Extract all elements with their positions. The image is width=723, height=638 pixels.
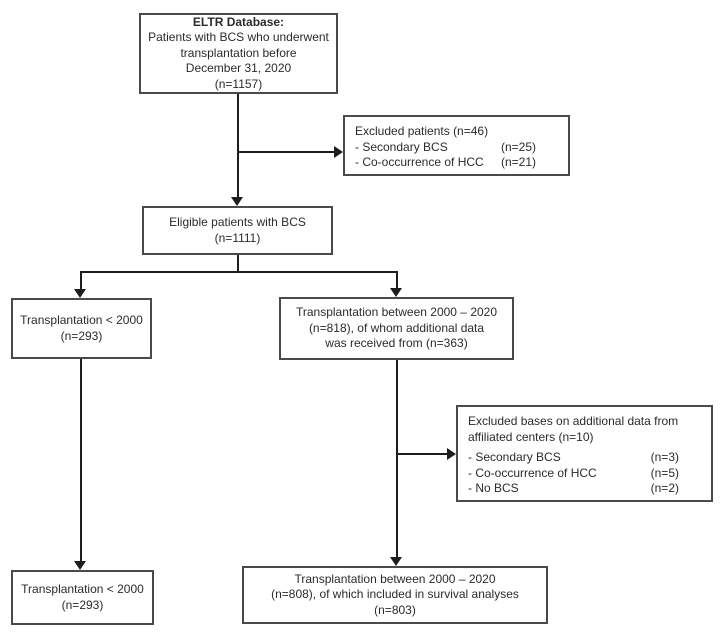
connector-split-left-stub — [80, 271, 82, 289]
connector-split-horizontal — [80, 271, 398, 273]
excluded-item-value: (n=3) — [650, 450, 679, 465]
eltr-database-box: ELTR Database: Patients with BCS who und… — [139, 13, 338, 94]
transplant-2000-2020-line: (n=818), of whom additional data — [308, 320, 485, 335]
transplant-2000-2020-final-line: (n=803) — [374, 602, 416, 617]
connector-pre2000-down — [80, 359, 82, 561]
transplant-pre2000-final-line: Transplantation < 2000 — [21, 581, 144, 596]
connector-to-excluded-patients — [237, 151, 334, 153]
excluded-item-value: (n=2) — [650, 481, 679, 496]
arrowhead-down-pre2000-final — [74, 561, 86, 570]
transplant-2000-2020-box: Transplantation between 2000 – 2020 (n=8… — [279, 297, 514, 360]
transplant-pre2000-final-box: Transplantation < 2000 (n=293) — [11, 570, 154, 625]
transplant-pre2000-box: Transplantation < 2000 (n=293) — [11, 298, 152, 359]
excluded-patients-header: Excluded patients (n=46) — [355, 124, 489, 138]
connector-eligible-stub — [237, 255, 239, 272]
transplant-pre2000-line: (n=293) — [60, 328, 103, 343]
transplant-pre2000-line: Transplantation < 2000 — [20, 312, 143, 327]
excluded-item-label: - Secondary BCS — [355, 139, 448, 154]
eltr-database-line: December 31, 2020 — [185, 61, 292, 76]
transplant-pre2000-final-line: (n=293) — [61, 597, 104, 612]
transplant-2000-2020-final-line: Transplantation between 2000 – 2020 — [294, 571, 496, 586]
excluded-item-label: - Co-occurrence of HCC — [468, 465, 597, 480]
arrowhead-down-pre2000 — [74, 289, 86, 298]
excluded-item-label: - Secondary BCS — [468, 450, 561, 465]
eligible-patients-line: (n=1111) — [214, 230, 261, 245]
arrowhead-right-excluded-additional — [447, 448, 456, 460]
excluded-item-label: - Co-occurrence of HCC — [355, 155, 484, 170]
excluded-item-value: (n=5) — [650, 465, 679, 480]
arrowhead-right-excluded-patients — [334, 146, 343, 158]
eltr-database-line: Patients with BCS who underwent — [148, 30, 329, 45]
excluded-additional-items: - Secondary BCS (n=3) - Co-occurrence of… — [468, 450, 701, 497]
excluded-additional-header: affiliated centers (n=10) — [468, 429, 594, 444]
connector-top-to-eligible — [237, 94, 239, 197]
eltr-database-line: transplantation before — [180, 45, 297, 60]
arrowhead-down-2000-2020-final — [390, 557, 402, 566]
eligible-patients-box: Eligible patients with BCS (n=1111) — [142, 206, 333, 255]
excluded-item-value: (n=21) — [500, 155, 536, 170]
eligible-patients-line: Eligible patients with BCS — [169, 214, 306, 229]
excluded-item-label: - No BCS — [468, 481, 519, 496]
arrowhead-down-2000-2020 — [390, 288, 402, 297]
excluded-additional-header: Excluded bases on additional data from — [468, 414, 679, 428]
connector-split-right-stub — [396, 271, 398, 288]
transplant-2000-2020-line: was received from (n=363) — [325, 336, 468, 351]
connector-2000-2020-down — [396, 360, 398, 557]
excluded-additional-data-box: Excluded bases on additional data from a… — [456, 405, 713, 502]
excluded-additional-item: - Co-occurrence of HCC (n=5) — [468, 466, 701, 482]
excluded-additional-item: - Secondary BCS (n=3) — [468, 450, 701, 466]
transplant-2000-2020-final-box: Transplantation between 2000 – 2020 (n=8… — [242, 566, 548, 624]
connector-to-excluded-additional — [396, 453, 447, 455]
transplant-2000-2020-line: Transplantation between 2000 – 2020 — [295, 305, 498, 320]
eltr-database-title: ELTR Database: — [192, 14, 285, 29]
excluded-patients-box: Excluded patients (n=46) - Secondary BCS… — [343, 115, 570, 176]
transplant-2000-2020-final-line: (n=808), of which included in survival a… — [271, 587, 519, 602]
excluded-patients-item: - Co-occurrence of HCC (n=21) — [355, 155, 558, 171]
eltr-database-line: (n=1157) — [214, 76, 263, 91]
arrowhead-down-eligible — [231, 197, 243, 206]
excluded-patients-item: - Secondary BCS (n=25) — [355, 140, 558, 156]
excluded-additional-item: - No BCS (n=2) — [468, 481, 701, 497]
excluded-item-value: (n=25) — [500, 139, 536, 154]
